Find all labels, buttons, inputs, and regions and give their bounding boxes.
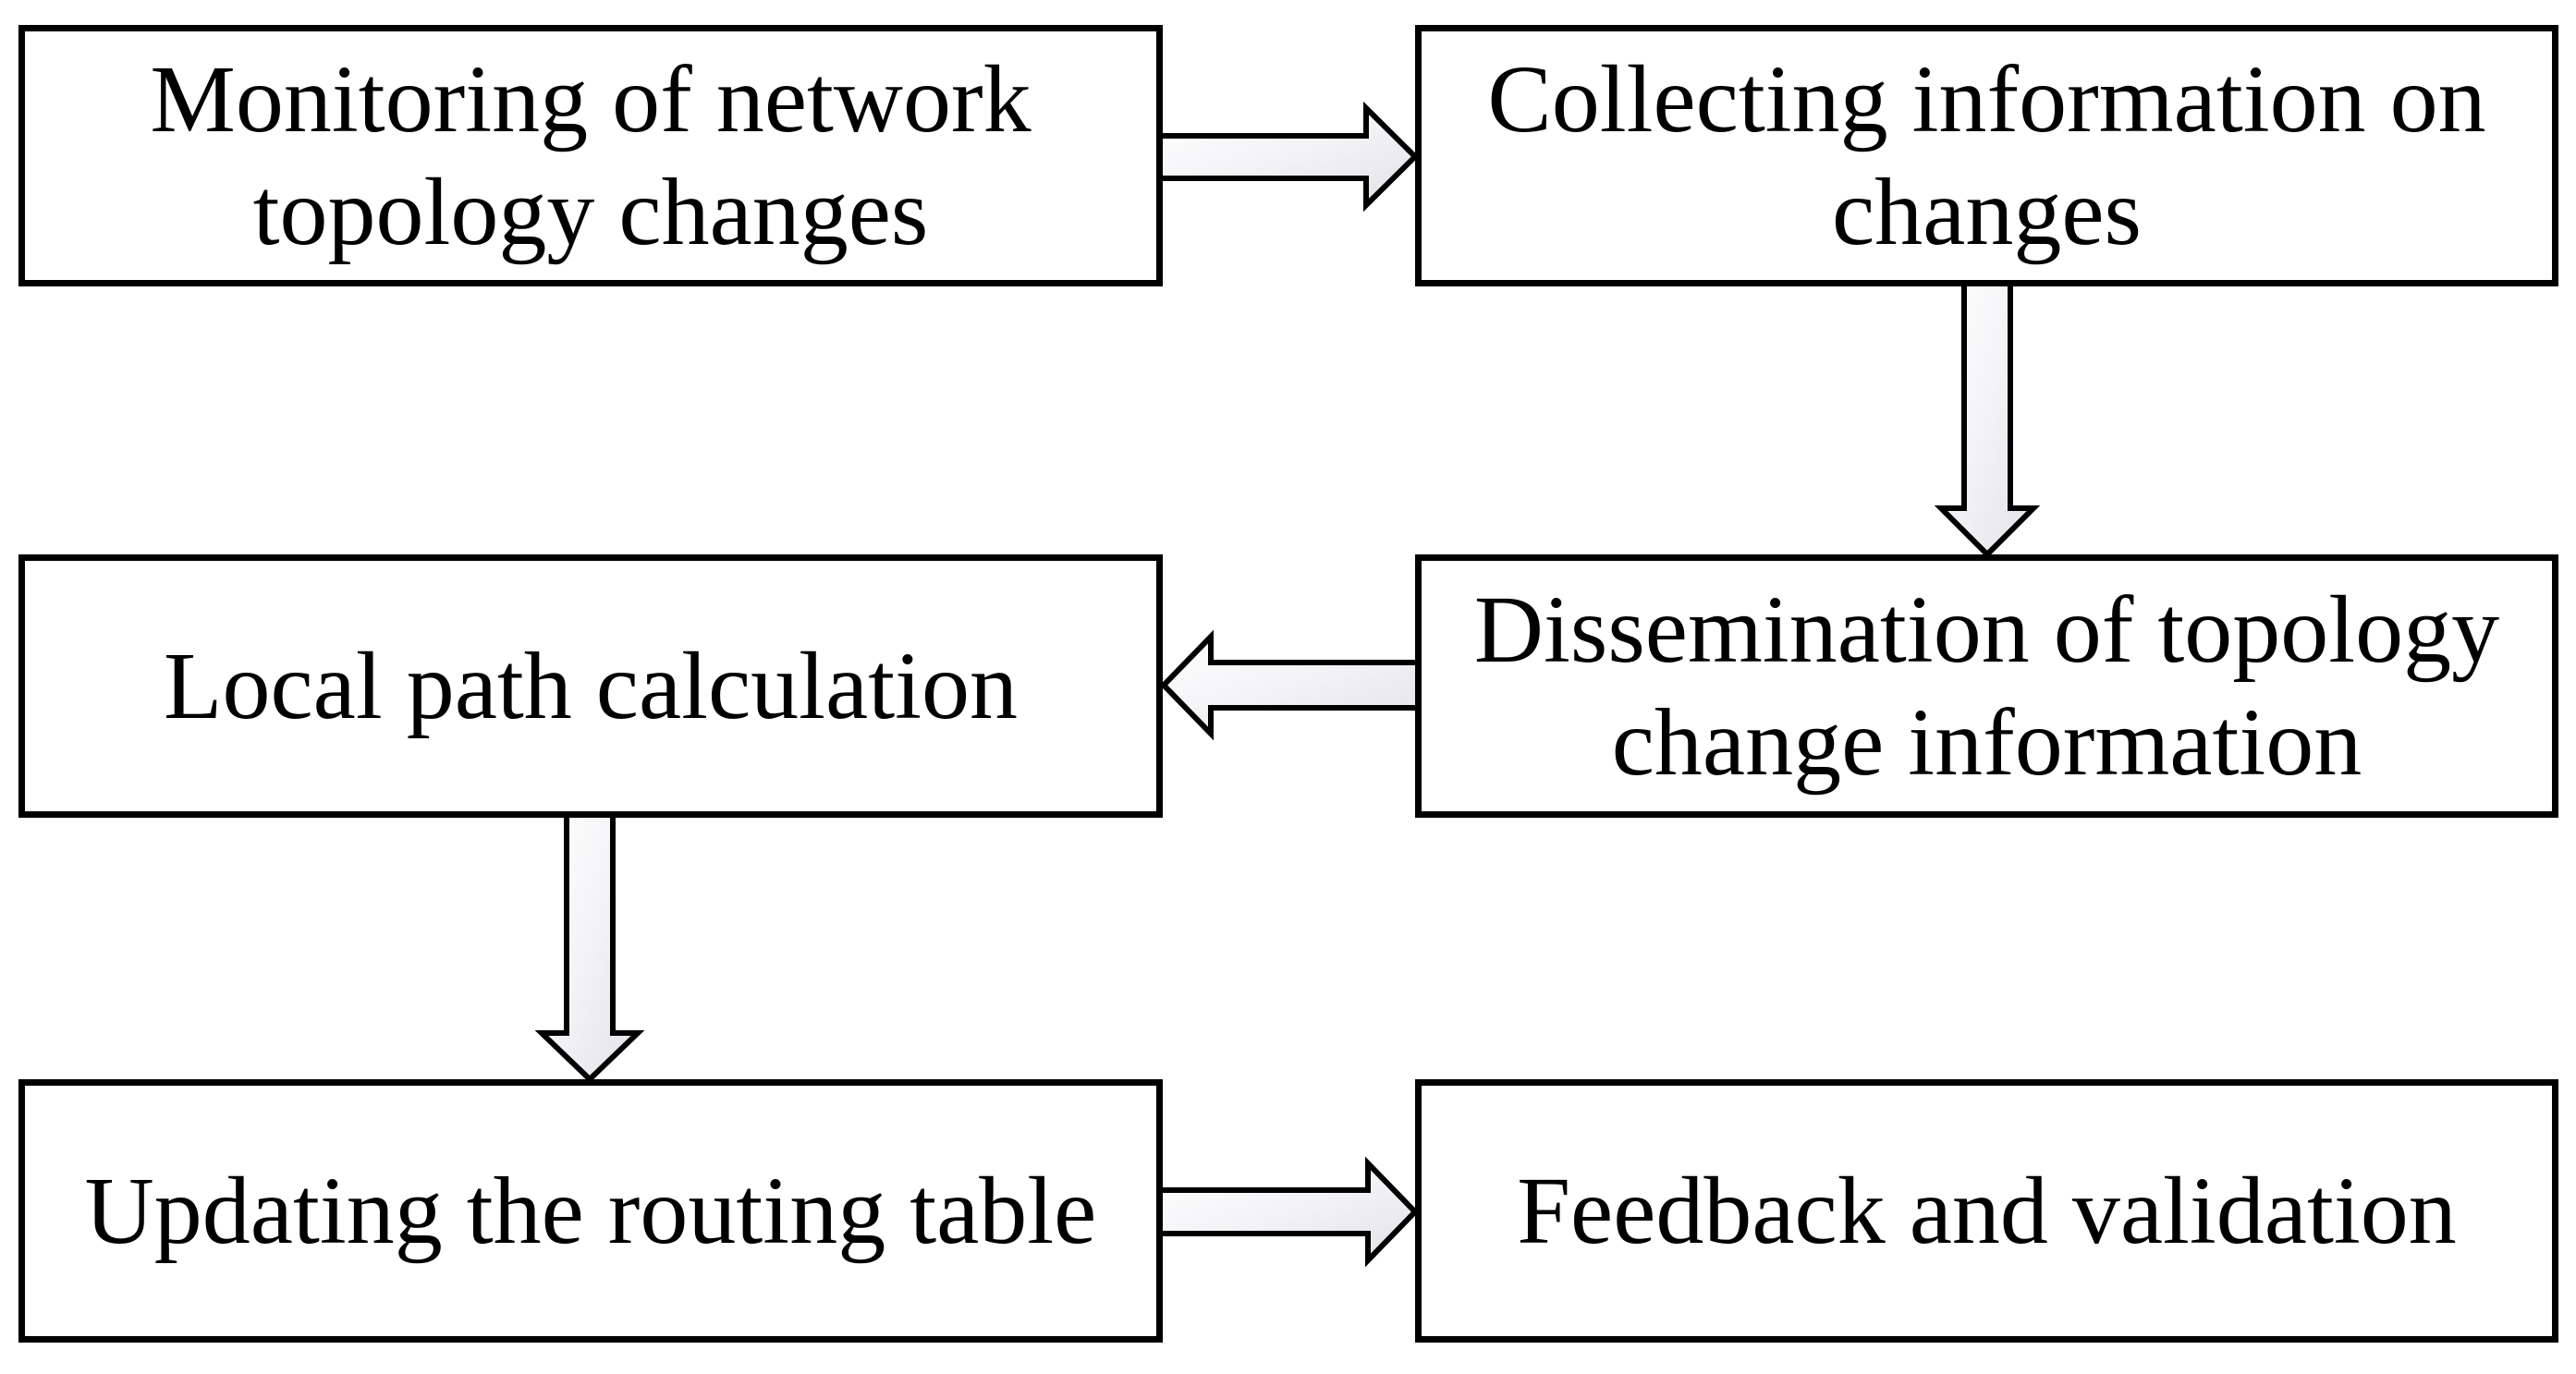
flow-box-local-path: Local path calculation <box>18 554 1163 818</box>
flow-box-updating-label: Updating the routing table <box>84 1157 1097 1264</box>
arrow-left-dissemination-to-local-path-icon <box>1159 629 1422 741</box>
flow-box-dissemination: Dissemination of topology change informa… <box>1415 554 2558 818</box>
flow-box-feedback-label: Feedback and validation <box>1517 1157 2457 1264</box>
flow-box-updating: Updating the routing table <box>18 1079 1163 1343</box>
flow-box-dissemination-label: Dissemination of topology change informa… <box>1473 576 2500 796</box>
flow-box-collecting-label: Collecting information on changes <box>1487 45 2486 265</box>
flow-box-monitoring: Monitoring of network topology changes <box>18 25 1163 286</box>
arrow-right-monitoring-to-collecting-icon <box>1154 101 1420 213</box>
flow-box-collecting: Collecting information on changes <box>1415 25 2558 286</box>
flow-box-feedback: Feedback and validation <box>1415 1079 2558 1343</box>
arrow-down-collecting-to-dissemination-icon <box>1934 280 2041 559</box>
arrow-down-local-path-to-updating-icon <box>534 810 645 1084</box>
flow-box-monitoring-label: Monitoring of network topology changes <box>150 45 1032 265</box>
arrow-right-updating-to-feedback-icon <box>1154 1156 1420 1268</box>
flow-box-local-path-label: Local path calculation <box>163 632 1018 739</box>
